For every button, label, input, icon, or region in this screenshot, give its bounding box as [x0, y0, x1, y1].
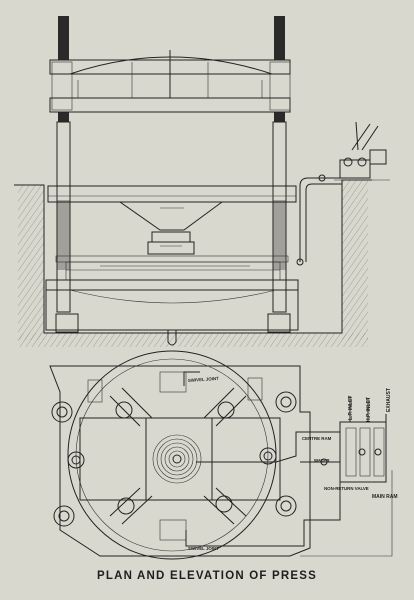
- centre-ram-plan: [152, 434, 202, 484]
- elevation-view: [14, 16, 390, 347]
- top-crown: [49, 50, 291, 113]
- plan-columns: [51, 391, 297, 527]
- label-water: WATER: [314, 458, 330, 463]
- label-non-return-valve: NON-RETURN VALVE: [324, 486, 369, 491]
- plan-pipes: [183, 371, 393, 557]
- tie-columns: [56, 16, 287, 313]
- label-swivel-joint-top: SWIVEL JOINT: [188, 376, 219, 383]
- label-swivel-joint-bottom: SWIVEL JOINT: [188, 546, 219, 551]
- lower-table: [45, 255, 299, 346]
- label-hp-inlet: H.P. INLET: [366, 397, 372, 422]
- label-exhaust: EXHAUST: [386, 388, 392, 412]
- plan-view: SWIVEL JOINT SWIVEL JOINT L.P. INLET H.P…: [49, 350, 398, 560]
- supply-pipes: [296, 174, 342, 266]
- label-centre-ram: CENTRE RAM: [302, 436, 332, 441]
- label-main-ram: MAIN RAM: [372, 494, 398, 500]
- crosshead: [47, 185, 297, 255]
- figure-caption: PLAN AND ELEVATION OF PRESS: [96, 570, 318, 582]
- ground-pit: [14, 179, 372, 347]
- bracket-arms: [87, 371, 263, 541]
- label-lp-inlet: L.P. INLET: [348, 396, 354, 420]
- valve-gear: [334, 121, 390, 181]
- valve-block: [320, 396, 387, 496]
